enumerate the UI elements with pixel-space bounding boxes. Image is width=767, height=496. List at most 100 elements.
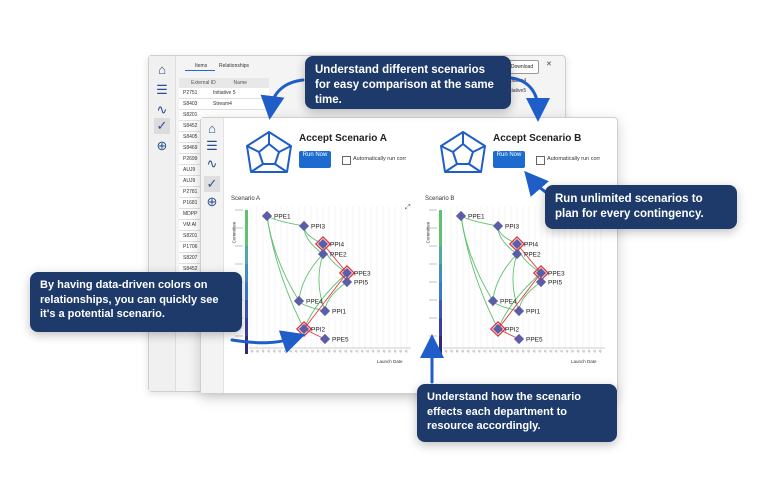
x-tick-label: Q xyxy=(306,349,309,353)
critical-link[interactable] xyxy=(303,272,348,330)
x-tick-label: Q xyxy=(367,349,370,353)
department-bar-segment xyxy=(439,246,442,264)
right-col-value: Initiative5 xyxy=(505,88,527,94)
auto-run-label-b: Automatically run corr xyxy=(547,156,601,162)
x-tick-label: Q xyxy=(484,349,487,353)
wave-icon[interactable]: ∿ xyxy=(206,156,218,171)
critical-link[interactable] xyxy=(322,243,348,274)
x-tick-label: Q xyxy=(317,349,320,353)
x-tick-label: Q xyxy=(257,349,260,353)
row-name: Stream4 xyxy=(209,99,269,110)
node-label: PPI2 xyxy=(311,327,325,334)
x-tick-label: Q xyxy=(451,349,454,353)
department-bar-segment xyxy=(245,300,248,318)
tab-relationships[interactable]: Relationships xyxy=(219,63,250,69)
arrow-to-scenario-a xyxy=(260,78,305,120)
scenario-b-heading: Accept Scenario B xyxy=(493,133,582,144)
department-bar-segment xyxy=(245,246,248,264)
x-tick-label: Q xyxy=(456,349,459,353)
node-label: PPI3 xyxy=(311,224,325,231)
x-tick-label: Q xyxy=(467,349,470,353)
x-tick-label: Q xyxy=(506,349,509,353)
x-tick-label: Q xyxy=(361,349,364,353)
auto-run-checkbox-b[interactable] xyxy=(536,156,545,165)
run-now-button-b[interactable]: Run Now xyxy=(493,151,525,168)
department-bar-segment xyxy=(439,282,442,300)
x-tick-label: Q xyxy=(478,349,481,353)
callout-data-driven-colors: By having data-driven colors on relation… xyxy=(30,272,242,332)
column-header[interactable]: Name xyxy=(233,80,247,86)
x-tick-label: Q xyxy=(572,349,575,353)
x-tick-label: Q xyxy=(561,349,564,353)
relationship-link[interactable] xyxy=(266,215,305,330)
node-label: PPI1 xyxy=(332,309,346,316)
x-tick-label: Q xyxy=(400,349,403,353)
critical-link[interactable] xyxy=(497,272,542,330)
critical-link[interactable] xyxy=(516,243,542,274)
x-tick-label: Q xyxy=(405,349,408,353)
dodecahedron-icon xyxy=(246,131,292,173)
x-tick-label: Q xyxy=(339,349,342,353)
wave-icon[interactable]: ∿ xyxy=(156,102,168,117)
x-tick-label: Q xyxy=(566,349,569,353)
expand-icon[interactable]: ⤢ xyxy=(405,204,411,211)
plus-circle-icon[interactable]: ⊕ xyxy=(156,138,168,153)
node-label: PPI2 xyxy=(505,327,519,334)
node-label: PPI5 xyxy=(354,280,368,287)
row-external-id: AUJ9 xyxy=(179,165,209,176)
check-icon[interactable]: ✓ xyxy=(204,176,220,192)
back-sidebar: ⌂ ☰ ∿ ✓ ⊕ xyxy=(149,56,176,391)
auto-run-checkbox-a[interactable] xyxy=(342,156,351,165)
x-tick-label: Q xyxy=(268,349,271,353)
x-tick-label: Q xyxy=(345,349,348,353)
x-tick-label: Q xyxy=(262,349,265,353)
hierarchy-icon[interactable]: ☰ xyxy=(156,82,168,97)
check-icon[interactable]: ✓ xyxy=(154,118,170,134)
x-tick-label: Q xyxy=(378,349,381,353)
node-label: PPE4 xyxy=(306,299,323,306)
critical-link[interactable] xyxy=(497,328,520,340)
close-icon[interactable]: ✕ xyxy=(546,61,552,68)
x-tick-label: Q xyxy=(489,349,492,353)
relationship-link[interactable] xyxy=(318,253,326,312)
run-now-button-a[interactable]: Run Now xyxy=(299,151,331,168)
node-label: PPE3 xyxy=(354,271,371,278)
dodecahedron-icon xyxy=(440,131,486,173)
hierarchy-icon[interactable]: ☰ xyxy=(206,138,218,153)
x-tick-label: Q xyxy=(328,349,331,353)
row-external-id: S8201 xyxy=(179,231,209,242)
x-tick-label: Q xyxy=(528,349,531,353)
x-tick-label: Q xyxy=(599,349,602,353)
x-tick-label: Q xyxy=(312,349,315,353)
row-external-id: VM AI xyxy=(179,220,209,231)
home-icon[interactable]: ⌂ xyxy=(208,121,216,136)
tab-items[interactable]: Items xyxy=(195,63,208,69)
department-bar-segment xyxy=(245,282,248,300)
column-header[interactable]: External ID xyxy=(191,80,216,86)
home-icon[interactable]: ⌂ xyxy=(158,62,166,77)
node-label: PPI5 xyxy=(548,280,562,287)
node-label: PPE3 xyxy=(548,271,565,278)
table-header: External ID Name xyxy=(179,78,269,88)
node-highlight xyxy=(338,264,356,282)
row-external-id: P1706 xyxy=(179,242,209,253)
x-tick-label: Q xyxy=(539,349,542,353)
node-label: PPE4 xyxy=(500,299,517,306)
critical-link[interactable] xyxy=(303,328,326,340)
row-external-id: P2781 xyxy=(179,187,209,198)
node-label: PPE1 xyxy=(274,214,291,221)
row-external-id: AUJ9 xyxy=(179,176,209,187)
relationship-link[interactable] xyxy=(460,215,499,330)
row-external-id: P1681 xyxy=(179,198,209,209)
plus-circle-icon[interactable]: ⊕ xyxy=(206,194,218,209)
x-tick-label: Q xyxy=(273,349,276,353)
arrow-to-scenario-b xyxy=(509,76,550,122)
department-bar-segment xyxy=(245,228,248,246)
x-tick-label: Q xyxy=(511,349,514,353)
relationship-link[interactable] xyxy=(512,253,520,312)
right-col-value: Initiative4 xyxy=(505,78,527,84)
